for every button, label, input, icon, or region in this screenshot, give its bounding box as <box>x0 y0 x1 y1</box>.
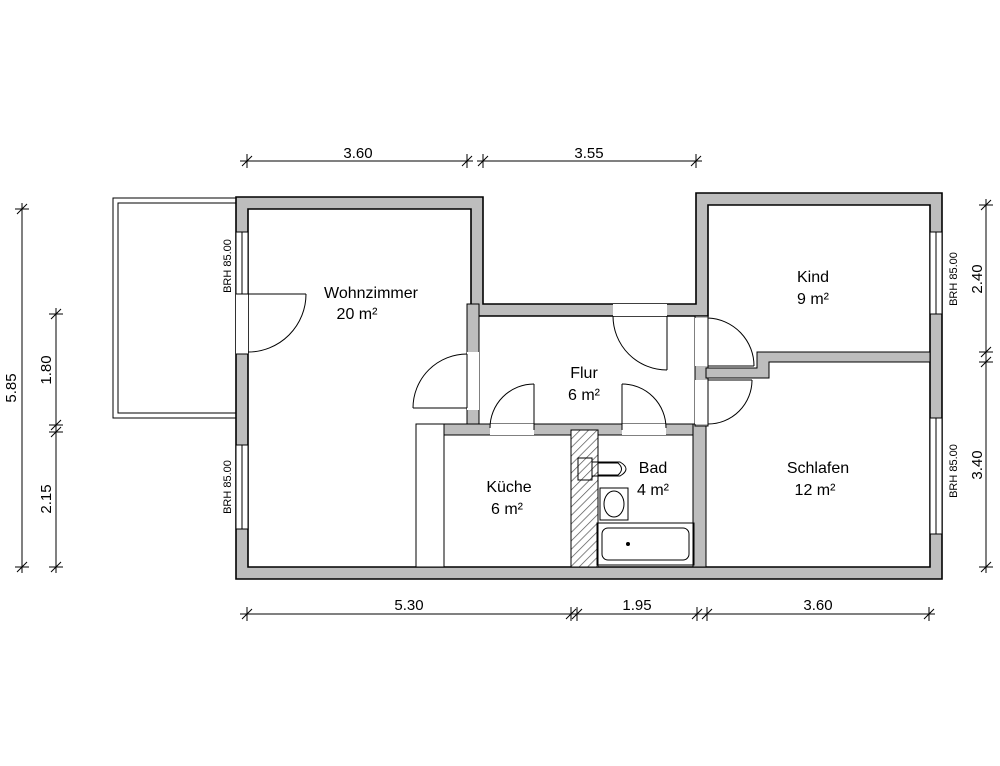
sill-labels: BRH 85.00 BRH 85.00 BRH 85.00 BRH 85.00 <box>222 239 960 514</box>
sill-label-right-upper: BRH 85.00 <box>948 252 960 306</box>
sill-label-left-upper: BRH 85.00 <box>222 239 234 293</box>
room-area-kind: 9 m² <box>797 291 830 308</box>
room-name-kind: Kind <box>797 269 829 286</box>
room-area-flur: 6 m² <box>568 387 601 404</box>
interior-walls <box>415 303 931 568</box>
door-swings <box>412 315 755 430</box>
room-area-bad: 4 m² <box>637 482 670 499</box>
room-area-wohnzimmer: 20 m² <box>337 306 379 323</box>
door-openings <box>467 304 708 435</box>
dimension-bottom-right: 3.60 <box>803 597 832 614</box>
room-area-schlafen: 12 m² <box>795 482 837 499</box>
room-name-bad: Bad <box>639 460 667 477</box>
bathroom-fixtures <box>577 457 695 566</box>
dimension-top-right: 3.55 <box>574 145 603 162</box>
dimension-right: 2.40 3.40 <box>969 199 993 573</box>
room-kind: Kind 9 m² <box>797 269 830 308</box>
room-wohnzimmer: Wohnzimmer 20 m² <box>324 285 419 323</box>
balcony <box>112 197 238 419</box>
room-bad: Bad 4 m² <box>637 460 670 499</box>
windows <box>235 231 943 535</box>
dimension-left-total: 5.85 <box>3 203 29 573</box>
sill-label-right-lower: BRH 85.00 <box>948 444 960 498</box>
room-flur: Flur 6 m² <box>568 365 601 404</box>
room-area-kueche: 6 m² <box>491 501 524 518</box>
room-name-flur: Flur <box>570 365 598 382</box>
dimension-bottom: 5.30 1.95 3.60 <box>240 597 935 621</box>
dimension-bottom-left: 5.30 <box>394 597 423 614</box>
dimension-left-upper: 1.80 <box>38 355 55 384</box>
dimension-bottom-mid: 1.95 <box>622 597 651 614</box>
balcony-door <box>236 293 307 355</box>
dimension-left-split: 1.80 2.15 <box>38 308 63 573</box>
dimension-right-upper: 2.40 <box>969 264 986 293</box>
outer-walls <box>235 192 943 580</box>
dimension-top-left: 3.60 <box>343 145 372 162</box>
room-name-schlafen: Schlafen <box>787 460 849 477</box>
dimension-top: 3.60 3.55 <box>240 145 702 168</box>
sill-label-left-lower: BRH 85.00 <box>222 460 234 514</box>
dimension-left-total-value: 5.85 <box>3 373 20 402</box>
room-name-wohnzimmer: Wohnzimmer <box>324 285 419 302</box>
room-schlafen: Schlafen 12 m² <box>787 460 849 499</box>
dimension-left-lower: 2.15 <box>38 484 55 513</box>
room-name-kueche: Küche <box>486 479 531 496</box>
dimension-right-lower: 3.40 <box>969 450 986 479</box>
room-kueche: Küche 6 m² <box>486 479 531 518</box>
